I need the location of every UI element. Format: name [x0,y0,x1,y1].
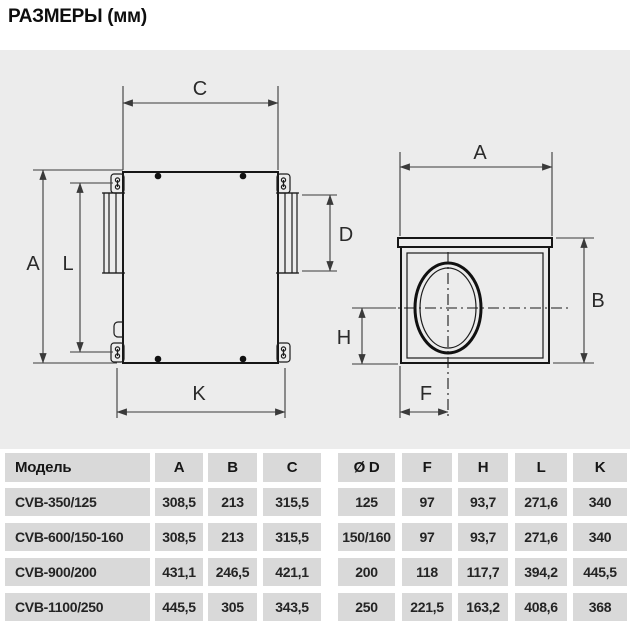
table-header-cell: A [155,453,203,482]
table-header-cell: L [515,453,567,482]
table-header-cell: K [573,453,627,482]
dimension-a-front: A [399,142,553,236]
table-cell: 340 [573,523,627,551]
table-cell: 246,5 [208,558,257,586]
casing-outline [122,171,279,364]
table-cell: 343,5 [263,593,321,621]
left-duct-flange [102,192,125,274]
dimension-h: H [337,307,398,365]
table-cell: 271,6 [515,523,567,551]
table-cell: 445,5 [573,558,627,586]
table-cell: 408,6 [515,593,567,621]
side-view: C A L [26,78,353,418]
dim-label-f: F [420,383,432,405]
screw-dots [154,172,247,363]
table-header-cell: Ø D [338,453,395,482]
table-cell: CVB-900/200 [5,558,150,586]
table-cell: 305 [208,593,257,621]
table-cell: 250 [338,593,395,621]
dim-label-k: K [192,383,206,405]
table-cell: 213 [208,488,257,516]
table-cell: 308,5 [155,488,203,516]
table-cell: CVB-350/125 [5,488,150,516]
table-cell: 97 [402,523,452,551]
table-cell: 445,5 [155,593,203,621]
table-cell: 340 [573,488,627,516]
casing-inner-wall [406,252,544,359]
dim-label-l: L [62,253,73,275]
dim-label-b: B [591,290,604,312]
table-cell: 118 [402,558,452,586]
table-cell: CVB-1100/250 [5,593,150,621]
table-cell: 315,5 [263,488,321,516]
dim-label-a-front: A [473,142,487,164]
dimension-d: D [302,194,353,272]
table-header-cell: H [458,453,508,482]
table-cell: 221,5 [402,593,452,621]
table-cell: 421,1 [263,558,321,586]
dim-label-h: H [337,327,351,349]
table-cell: 368 [573,593,627,621]
dimension-c: C [122,78,279,170]
table-cell: 163,2 [458,593,508,621]
table-cell: CVB-600/150-160 [5,523,150,551]
mounting-clip [113,321,123,338]
dim-label-d: D [339,224,353,246]
table-cell: 315,5 [263,523,321,551]
table-cell: 200 [338,558,395,586]
table-cell: 93,7 [458,523,508,551]
page-title: РАЗМЕРЫ (мм) [8,6,147,27]
table-cell: 125 [338,488,395,516]
table-cell: 271,6 [515,488,567,516]
table-cell: 117,7 [458,558,508,586]
table-cell: 431,1 [155,558,203,586]
table-cell: 308,5 [155,523,203,551]
mounting-clip [276,342,291,363]
table-cell: 93,7 [458,488,508,516]
table-cell: 213 [208,523,257,551]
table-header-cell: B [208,453,257,482]
table-header-cell: Модель [5,453,150,482]
top-lid [397,237,553,248]
front-view: A B H [337,142,605,420]
dimension-f: F [399,366,449,418]
dimension-l: L [62,182,113,353]
right-duct-flange [276,192,299,274]
dimension-k: K [116,368,286,418]
dimension-drawing: C A L [26,78,605,420]
table-cell: 150/160 [338,523,395,551]
table-header-cell: C [263,453,321,482]
dimension-b: B [553,237,605,364]
table-cell: 394,2 [515,558,567,586]
table-header-cell: F [402,453,452,482]
drawing-area: C A L [0,50,630,449]
dim-label-c: C [193,78,207,100]
table-cell: 97 [402,488,452,516]
dimension-a-side: A [26,169,123,364]
dim-label-a-side: A [26,253,40,275]
casing-outline-front [400,246,550,364]
